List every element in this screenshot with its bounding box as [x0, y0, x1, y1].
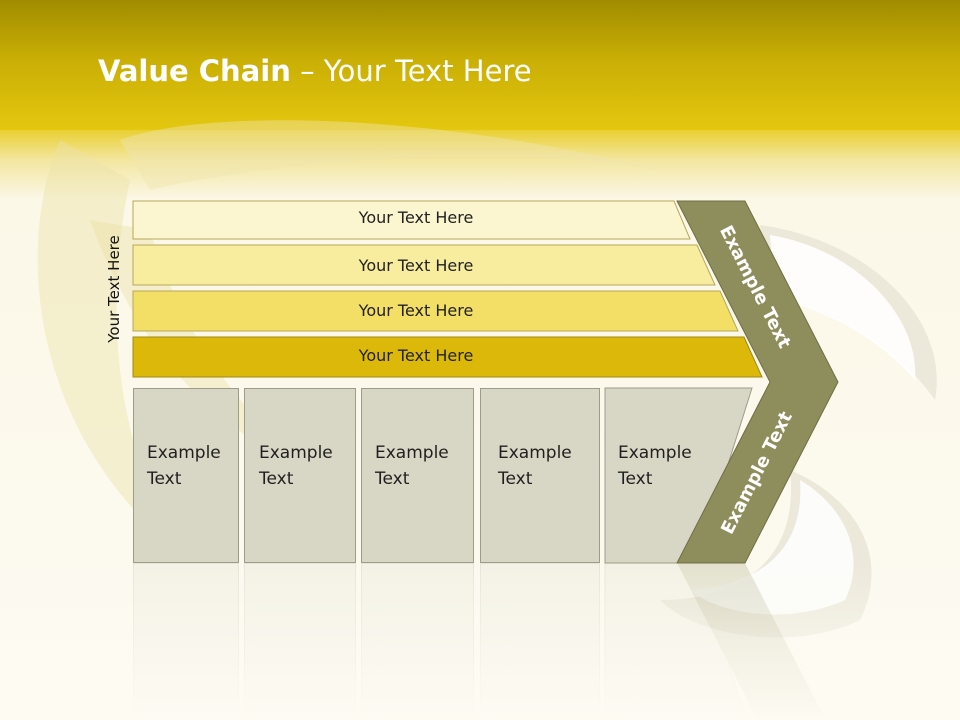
box-5-line1: Example [618, 443, 692, 463]
bar-1-label: Your Text Here [358, 208, 474, 227]
bar-4 [132, 336, 763, 378]
box-1-line1: Example [147, 443, 221, 463]
activity-box-2 [244, 388, 356, 563]
box-1-line2: Text [147, 469, 182, 489]
box-5-line2: Text [618, 469, 653, 489]
title-bold: Value Chain [98, 54, 291, 88]
reflection-fade [0, 563, 960, 720]
page-title: Value Chain – Your Text Here [98, 54, 532, 88]
bar-4-label: Your Text Here [358, 346, 474, 365]
activity-box-1 [133, 388, 239, 563]
activity-box-4 [480, 388, 600, 563]
bar-2 [132, 244, 716, 286]
box-2-line1: Example [259, 443, 333, 463]
box-4-line1: Example [498, 443, 572, 463]
box-3-line1: Example [375, 443, 449, 463]
bar-3-label: Your Text Here [358, 301, 474, 320]
box-3-line2: Text [375, 469, 410, 489]
box-4-line2: Text [498, 469, 533, 489]
header-band [0, 0, 960, 130]
bar-1 [132, 200, 691, 240]
activity-box-3 [361, 388, 474, 563]
bar-3 [132, 290, 739, 332]
bar-2-label: Your Text Here [358, 256, 474, 275]
title-rest: – Your Text Here [290, 54, 532, 88]
box-2-line2: Text [259, 469, 294, 489]
